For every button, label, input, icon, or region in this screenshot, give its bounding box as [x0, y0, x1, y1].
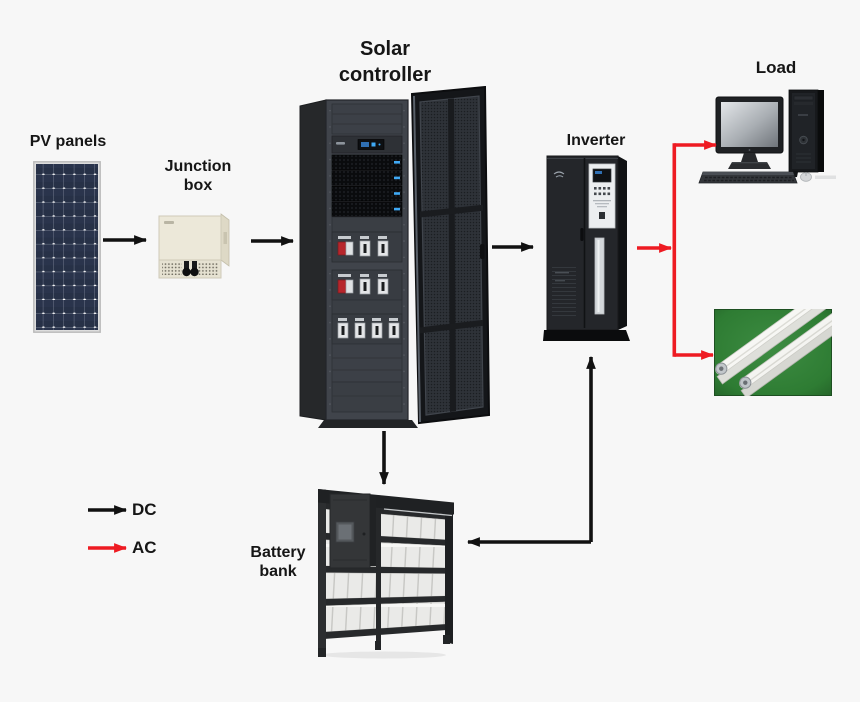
fluorescent-lamp-icon [714, 309, 832, 396]
rack-post-left [318, 489, 326, 655]
inverter-icon [543, 152, 635, 344]
breaker-row-2 [331, 269, 403, 301]
vent-grid-left [162, 263, 182, 275]
battery-bank-label: Battery bank [228, 543, 328, 581]
junction-box-logo [164, 221, 174, 224]
door-handle [580, 228, 584, 241]
watermark-smudge [815, 175, 836, 179]
inverter-side [618, 156, 627, 330]
legend-ac-label: AC [132, 538, 157, 557]
pc-mouse [800, 172, 812, 182]
controller-display-module [331, 135, 403, 154]
breaker-row-1 [331, 231, 403, 263]
inverter-control-panel [588, 163, 616, 229]
battery-bank-label-line2: bank [259, 563, 297, 580]
pv-panel-icon [33, 161, 101, 333]
junction-box-label-line2: box [183, 177, 213, 194]
cabinet-side [299, 99, 327, 421]
open-door [410, 86, 490, 425]
cabinet-base [318, 420, 418, 428]
solar-controller-icon [298, 86, 490, 428]
inverter-base [543, 330, 630, 341]
cable-glands [182, 261, 199, 277]
pv-cells [36, 164, 98, 330]
controller-fan-modules [331, 154, 403, 217]
vent-grid-right [198, 263, 218, 275]
solar-controller-label: Solar controller [300, 36, 470, 88]
breaker-row-3 [331, 313, 403, 345]
pc-keyboard [698, 171, 798, 184]
rack-legs [318, 635, 450, 657]
battery-control-cabinet [329, 493, 376, 569]
battery-bank-label-line1: Battery [250, 544, 306, 561]
computer-icon [698, 84, 838, 190]
inverter-logo [553, 171, 565, 178]
legend-dc-label: DC [132, 500, 157, 519]
lamp-tubes [715, 309, 832, 396]
lamp-panel-background [714, 309, 832, 396]
junction-box-icon [157, 208, 235, 286]
inverter-vents [552, 264, 576, 316]
pv-panels-label: PV panels [29, 133, 107, 150]
junction-box-label: Junction box [148, 157, 248, 195]
pc-tower [788, 89, 824, 177]
pc-monitor [715, 96, 784, 169]
load-label: Load [755, 58, 797, 77]
junction-box-label-line1: Junction [164, 158, 232, 175]
solar-controller-label-line1: Solar [359, 38, 411, 60]
inverter-label: Inverter [566, 132, 626, 149]
rack-post-right [445, 502, 453, 644]
battery-bank-icon [312, 484, 464, 660]
solar-controller-label-line2: controller [338, 64, 432, 86]
